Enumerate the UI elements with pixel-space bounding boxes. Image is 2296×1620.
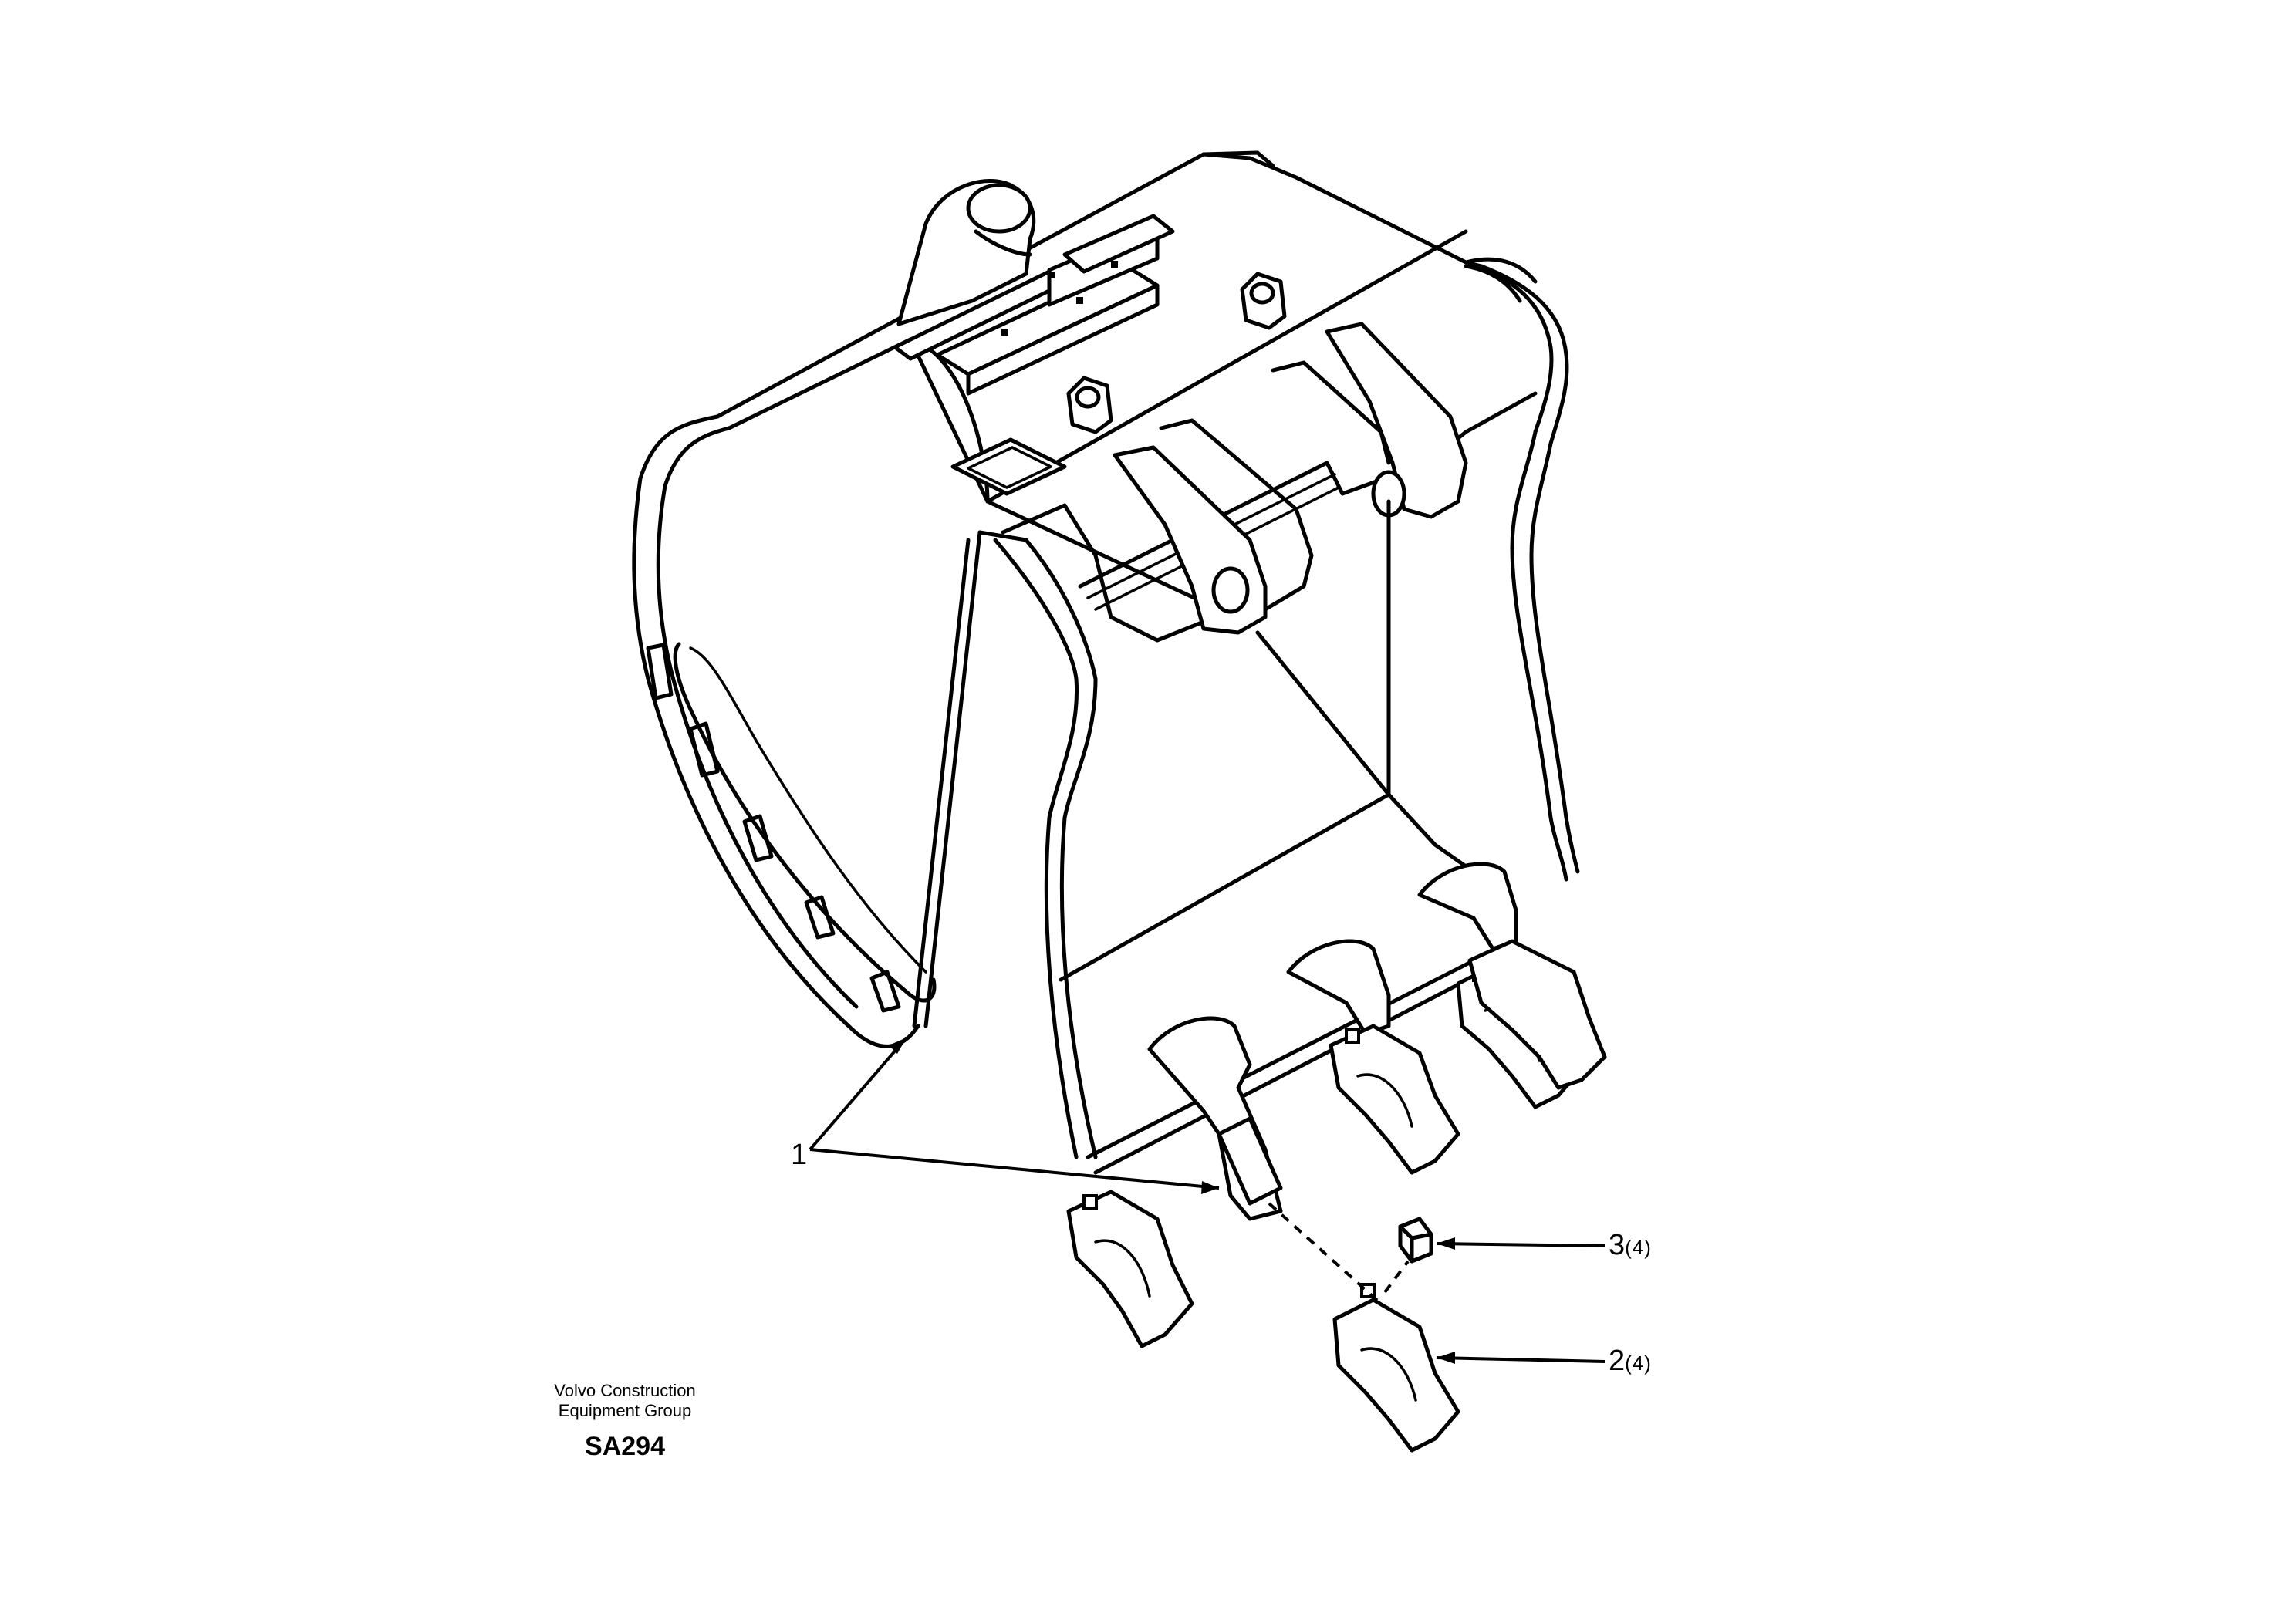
boss-lug-left [1066,376,1113,434]
assembly-path [1268,1202,1410,1305]
tooth-b [1329,1024,1460,1175]
adapter-1 [1147,1016,1283,1221]
callout-3: 3(4) [1609,1230,1652,1260]
leader-3 [1436,1237,1606,1250]
tooth-d [1467,939,1607,1090]
callout-2: 2(4) [1609,1346,1652,1375]
exploded-pin-3 [1398,1217,1433,1264]
callout-2-qty: (4) [1625,1352,1652,1375]
boss-lug-right [1240,272,1287,330]
left-side-plate [632,414,937,1048]
credit-line-1: Volvo Construction [554,1381,696,1400]
credit-line-2: Equipment Group [558,1401,692,1420]
callout-1: 1 [791,1140,807,1169]
mounting-ear-right [1271,322,1468,519]
tooth-a [1066,1190,1194,1348]
exploded-tooth-2 [1332,1283,1460,1453]
callout-1-number: 1 [791,1139,808,1171]
far-side-plate [1464,257,1580,882]
mounting-ear-left [1113,418,1314,635]
callout-3-qty: (4) [1625,1236,1652,1259]
leader-2 [1436,1352,1606,1364]
leader-1 [809,1036,1220,1194]
bucket-bottom [1059,499,1530,1175]
publisher-credit: Volvo Construction Equipment Group SA294 [501,1381,748,1462]
drawing-code: SA294 [585,1432,665,1461]
lifting-eye [896,178,1036,326]
teeth [1066,939,1607,1348]
right-side-plate [912,530,1098,1159]
callout-2-number: 2 [1609,1345,1626,1377]
callout-3-number: 3 [1609,1229,1626,1261]
adapters [1147,862,1518,1221]
adapter-3 [1417,862,1518,951]
top-blocks [893,214,1175,396]
adapter-2 [1286,939,1391,1036]
square-cover-plate [950,437,1067,496]
